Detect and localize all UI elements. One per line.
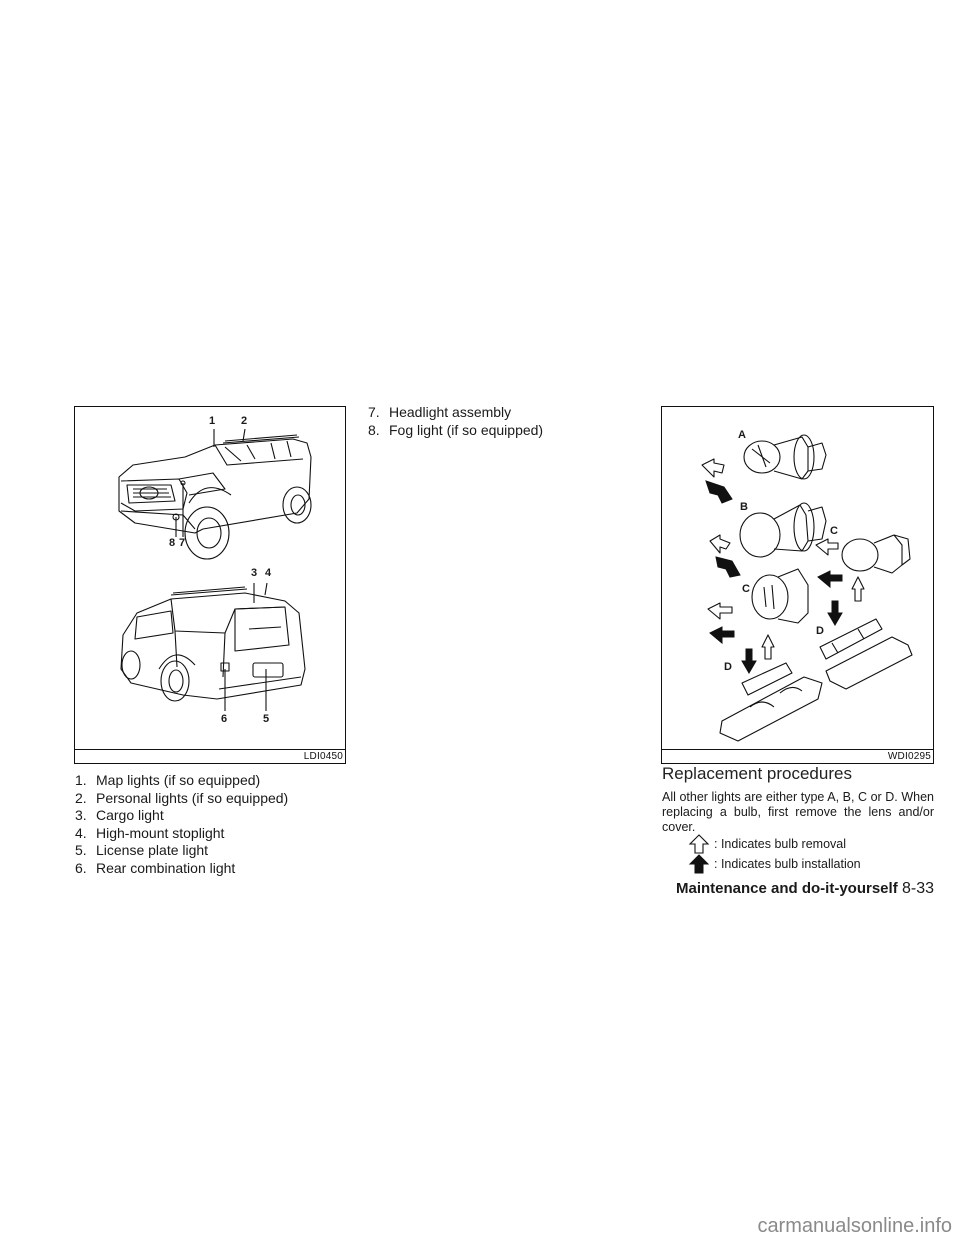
page-number: 8-33 [901, 880, 934, 897]
callout-4: 4 [265, 567, 272, 579]
label-a: A [738, 429, 746, 441]
label-c-mid: C [742, 583, 750, 595]
light-list-left: 1.Map lights (if so equipped) 2.Personal… [75, 772, 288, 877]
callout-1: 1 [209, 415, 216, 427]
outline-arrow-icon [688, 834, 710, 854]
list-item: 6.Rear combination light [75, 859, 236, 876]
list-item: 5.License plate light [75, 842, 209, 858]
page-footer: Maintenance and do-it-yourself 8-33 [676, 880, 934, 898]
bulb-types-figure: A B C C D D WDI0295 [661, 406, 934, 764]
watermark: carmanualsonline.info [757, 1215, 952, 1237]
vehicle-illustration [118, 428, 312, 711]
list-item: 2.Personal lights (if so equipped) [75, 789, 289, 806]
light-list-mid: 7.Headlight assembly 8.Fog light (if so … [368, 404, 543, 439]
callout-5: 5 [263, 713, 270, 725]
figure-code: LDI0450 [303, 751, 343, 762]
callout-2: 2 [241, 415, 248, 427]
label-c-right: C [830, 525, 838, 537]
label-d-right: D [816, 625, 824, 637]
callout-6: 6 [221, 713, 228, 725]
callout-8: 8 [169, 537, 176, 549]
figure-rule [75, 749, 345, 750]
label-b: B [740, 501, 748, 513]
removal-label: : Indicates bulb removal [714, 837, 847, 851]
list-item: 1.Map lights (if so equipped) [75, 772, 261, 788]
label-d-left: D [724, 661, 732, 673]
list-item: 8.Fog light (if so equipped) [368, 421, 544, 438]
vehicle-lights-figure: 1 2 8 7 3 4 6 5 LDI0450 [74, 406, 346, 764]
legend-installation: : Indicates bulb installation [688, 854, 861, 874]
figure-code: WDI0295 [887, 751, 931, 762]
installation-label: : Indicates bulb installation [714, 857, 861, 871]
list-item: 4.High-mount stoplight [75, 824, 225, 841]
figure-rule [662, 749, 933, 750]
footer-section-title: Maintenance and do-it-yourself [676, 880, 898, 897]
list-item: 3.Cargo light [75, 807, 164, 823]
bulb-illustration [701, 434, 913, 742]
filled-arrow-icon [688, 854, 710, 874]
section-heading: Replacement procedures [662, 764, 852, 783]
callout-7: 7 [179, 537, 186, 549]
legend-removal: : Indicates bulb removal [688, 834, 846, 854]
callout-3: 3 [251, 567, 258, 579]
section-paragraph: All other lights are either type A, B, C… [662, 790, 934, 834]
list-item: 7.Headlight assembly [368, 404, 512, 420]
